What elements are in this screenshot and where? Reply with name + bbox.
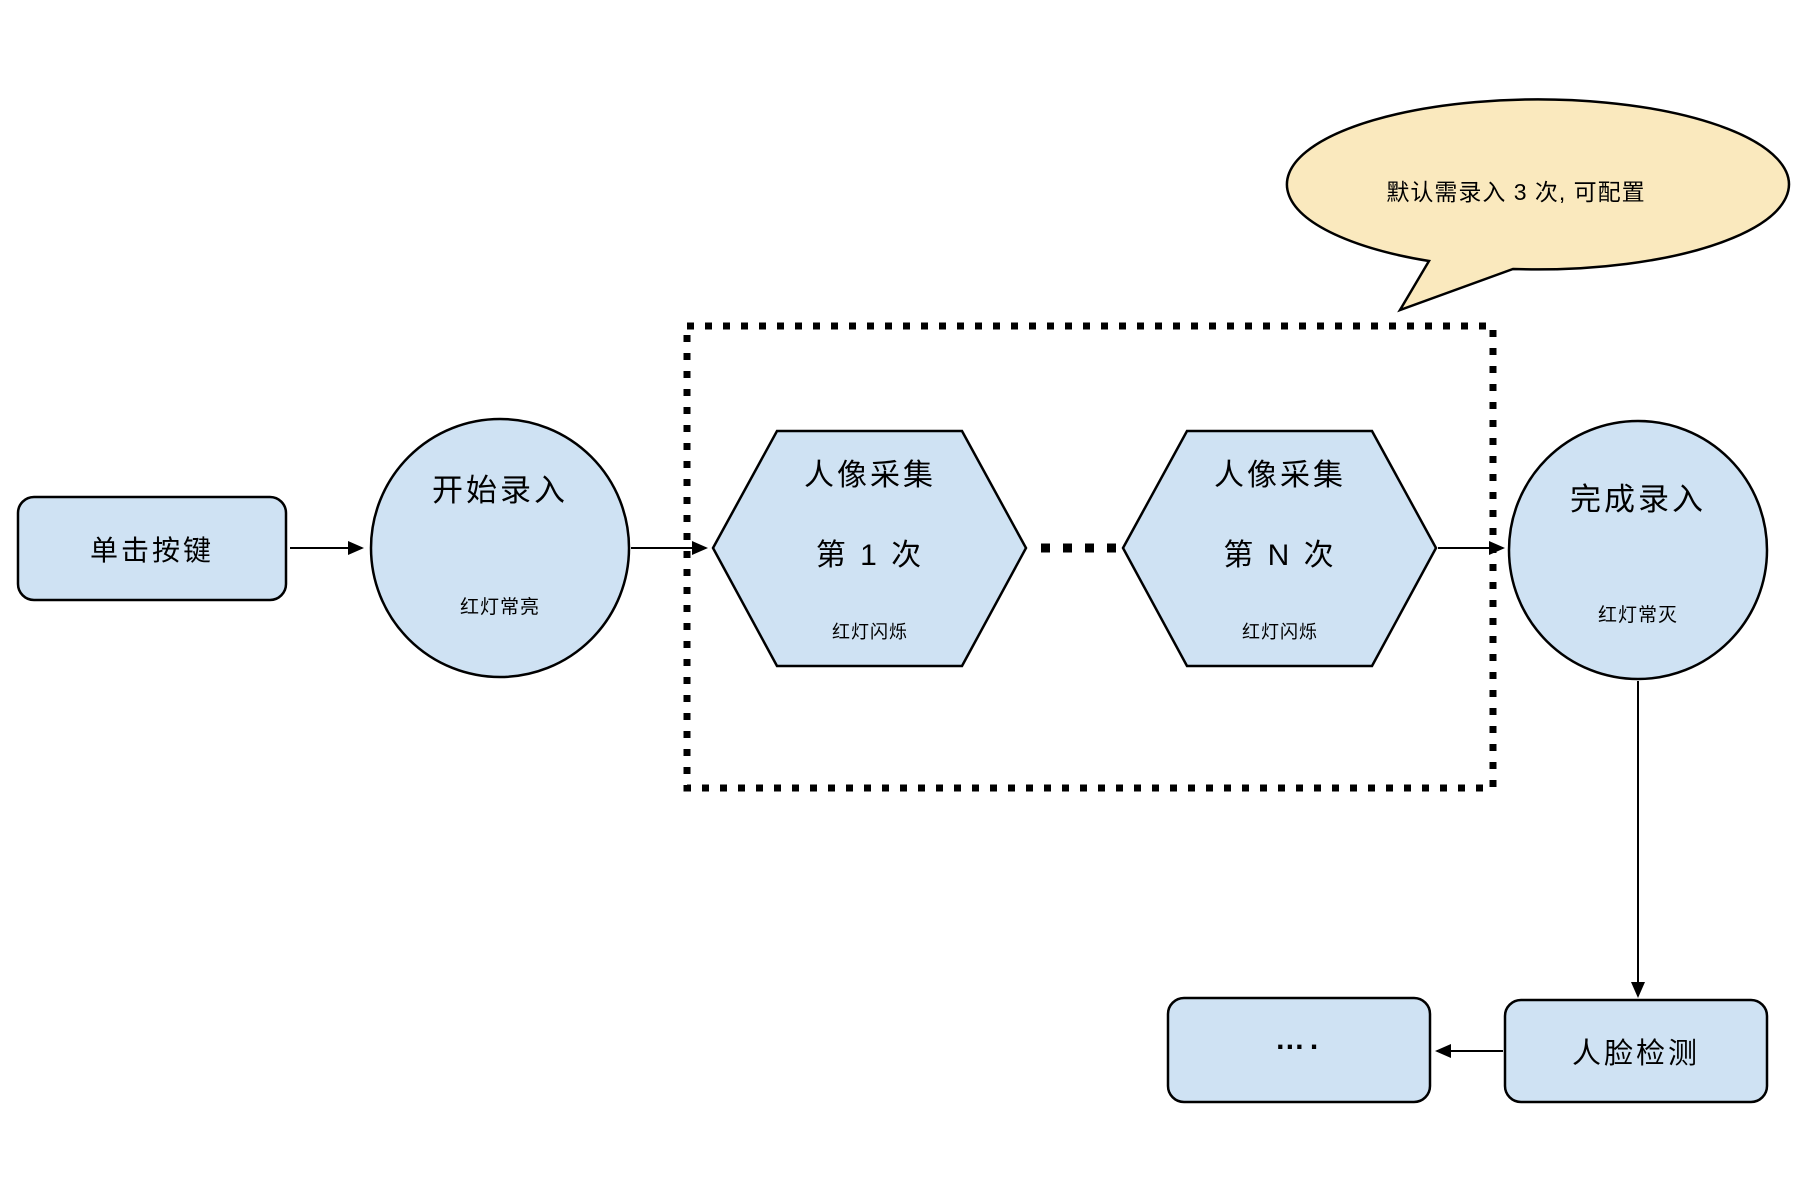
callout-bubble[interactable]: [1285, 98, 1791, 313]
capture-first-line2: 第 1 次: [815, 539, 925, 572]
finish-capture-status: 红灯常灭: [1597, 605, 1678, 626]
node-capture-first[interactable]: [711, 429, 1028, 668]
capture-first-line1: 人像采集: [804, 459, 936, 492]
capture-nth-line1: 人像采集: [1214, 459, 1346, 492]
more-steps-label: ….: [1274, 1023, 1324, 1056]
start-capture-label: 开始录入: [432, 473, 568, 508]
node-more-steps[interactable]: [1166, 996, 1432, 1104]
node-click-button[interactable]: [16, 495, 288, 602]
capture-loop-container: [683, 322, 1497, 792]
capture-first-status: 红灯闪烁: [832, 622, 908, 642]
click-button-label: 单击按键: [89, 534, 214, 566]
node-face-detection[interactable]: [1503, 998, 1769, 1104]
node-finish-capture[interactable]: [1507, 419, 1769, 681]
face-detection-label: 人脸检测: [1571, 1038, 1700, 1070]
more-steps-box-text: ….: [1168, 998, 1430, 1102]
node-capture-nth[interactable]: [1121, 429, 1438, 668]
finish-capture-label: 完成录入: [1570, 482, 1706, 517]
capture-nth-line2: 第 N 次: [1223, 539, 1337, 572]
node-start-capture[interactable]: [369, 417, 631, 679]
callout-text: 默认需录入 3 次, 可配置: [1386, 179, 1646, 205]
capture-nth-status: 红灯闪烁: [1242, 622, 1318, 642]
start-capture-status: 红灯常亮: [459, 597, 540, 618]
